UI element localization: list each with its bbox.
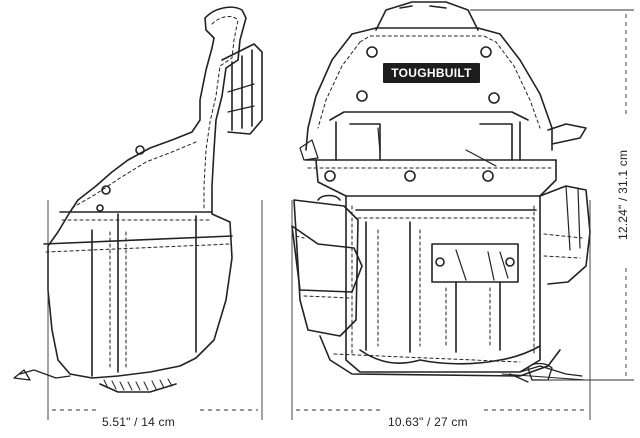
brand-logo-plate: TOUGHBUILT [383,63,480,83]
dimension-lines [47,9,634,420]
front-view [291,1,591,383]
side-view [13,6,263,393]
height-label: 12.24" / 31.1 cm [616,149,630,240]
front-width-label: 10.63" / 27 cm [388,415,468,429]
side-width-label: 5.51" / 14 cm [102,415,175,429]
